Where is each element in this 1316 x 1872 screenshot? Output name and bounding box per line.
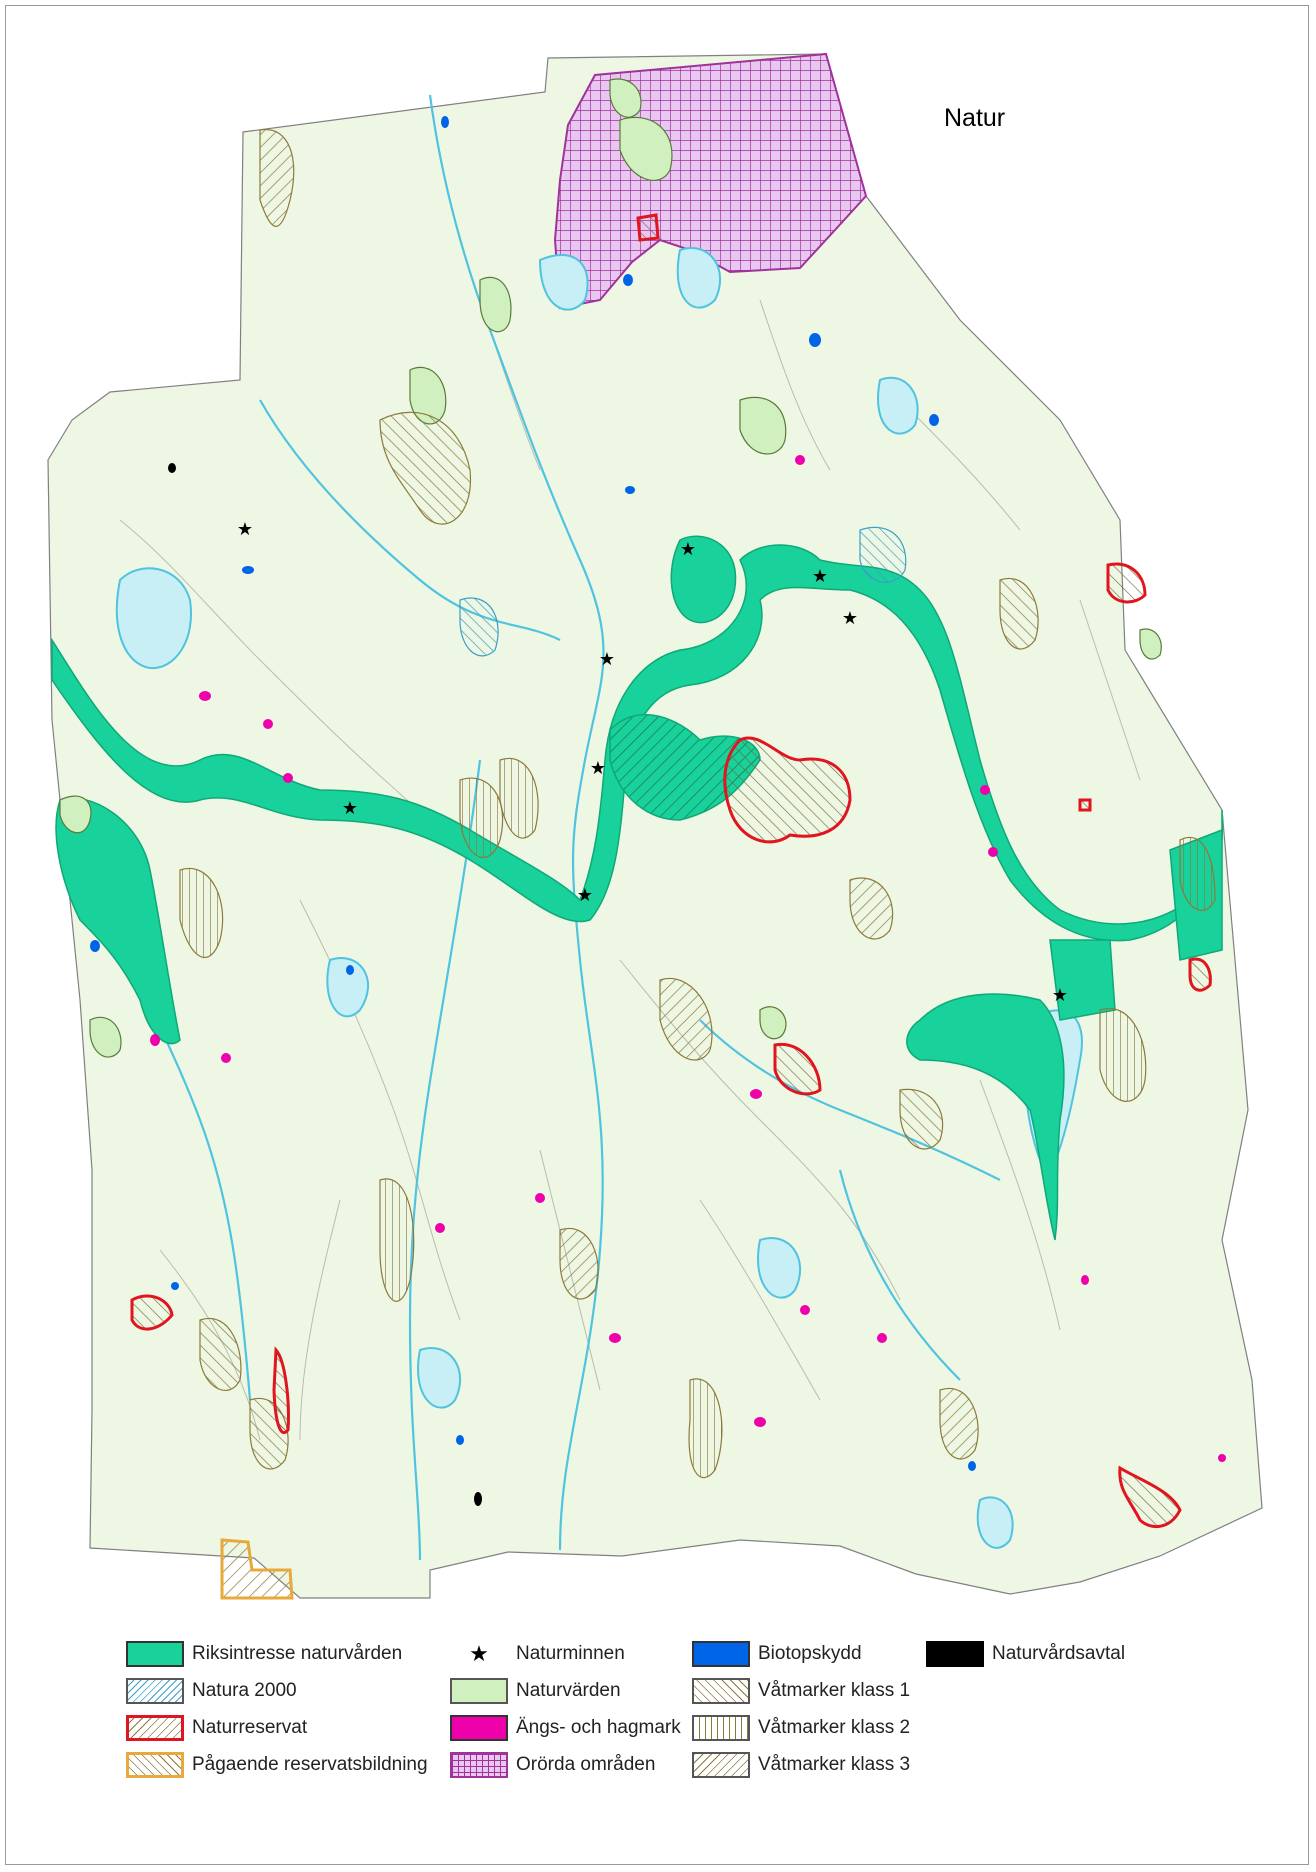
naturvarden-areas — [59, 78, 1162, 1058]
legend-label: Våtmarker klass 3 — [758, 1754, 911, 1775]
municipality-area — [47, 53, 1263, 1599]
legend-label: Naturvårdsavtal — [992, 1643, 1126, 1664]
svg-text:★: ★ — [1052, 985, 1068, 1006]
legend-label: Orörda områden — [516, 1754, 656, 1775]
pagaende-reservatsbildning-area — [220, 1538, 294, 1600]
legend-label: Ängs- och hagmark — [516, 1717, 681, 1738]
vatmarker2-swatch — [692, 1715, 750, 1741]
svg-text:★: ★ — [599, 649, 615, 670]
naturminnen-points: ★ ★ ★ ★ ★ ★ ★ ★ ★ — [237, 519, 1068, 1006]
riksintresse-areas — [55, 535, 1223, 1241]
map-legend: Riksintresse naturvården ★ Naturminnen B… — [126, 1632, 1186, 1792]
map-title: Natur — [944, 104, 1006, 132]
vatmarker1-swatch — [692, 1678, 750, 1704]
naturreservat-swatch — [126, 1715, 184, 1741]
legend-natura2000: Natura 2000 — [126, 1677, 297, 1705]
natura2000-swatch — [126, 1678, 184, 1704]
legend-biotopskydd: Biotopskydd — [692, 1640, 862, 1668]
legend-ororda: Orörda områden — [450, 1751, 655, 1779]
vatmarker3-swatch — [692, 1752, 750, 1778]
natura2000-areas — [459, 526, 907, 657]
legend-naturreservat: Naturreservat — [126, 1714, 307, 1742]
legend-naturminnen: ★ Naturminnen — [450, 1640, 625, 1668]
legend-label: Riksintresse naturvården — [192, 1643, 403, 1664]
naturvardsavtal-points — [168, 463, 482, 1506]
svg-text:★: ★ — [237, 519, 253, 540]
legend-riksintresse: Riksintresse naturvården — [126, 1640, 402, 1668]
legend-label: Naturminnen — [516, 1643, 625, 1664]
vatmarker-areas — [179, 129, 1216, 1479]
ororda-swatch — [450, 1752, 508, 1778]
biotopskydd-points — [90, 116, 976, 1471]
rivers — [98, 94, 1001, 1561]
legend-vatmarker2: Våtmarker klass 2 — [692, 1714, 910, 1742]
legend-label: Natura 2000 — [192, 1680, 297, 1701]
legend-vatmarker1: Våtmarker klass 1 — [692, 1677, 910, 1705]
legend-vatmarker3: Våtmarker klass 3 — [692, 1751, 910, 1779]
star-icon: ★ — [469, 1641, 489, 1666]
legend-naturvarden: Naturvärden — [450, 1677, 621, 1705]
legend-label: Biotopskydd — [758, 1643, 862, 1664]
naturvarden-swatch — [450, 1678, 508, 1704]
naturvardsavtal-swatch — [926, 1641, 984, 1667]
pagaende-swatch — [126, 1752, 184, 1778]
biotopskydd-swatch — [692, 1641, 750, 1667]
svg-text:★: ★ — [842, 608, 858, 629]
legend-naturvardsavtal: Naturvårdsavtal — [926, 1640, 1125, 1668]
legend-angs: Ängs- och hagmark — [450, 1714, 681, 1742]
legend-label: Naturreservat — [192, 1717, 308, 1738]
svg-text:★: ★ — [342, 798, 358, 819]
angs-hagmark-points — [150, 455, 1226, 1462]
riksintresse-swatch — [126, 1641, 184, 1667]
naturreservat-areas — [130, 213, 1212, 1529]
legend-pagaende: Pågaende reservatsbildning — [126, 1751, 428, 1779]
legend-label: Våtmarker klass 2 — [758, 1717, 911, 1738]
legend-label: Våtmarker klass 1 — [758, 1680, 911, 1701]
svg-text:★: ★ — [680, 539, 696, 560]
legend-label: Naturvärden — [516, 1680, 621, 1701]
legend-label: Pågaende reservatsbildning — [192, 1754, 428, 1775]
svg-text:★: ★ — [590, 758, 606, 779]
svg-text:★: ★ — [812, 566, 828, 587]
svg-text:★: ★ — [577, 885, 593, 906]
angs-swatch — [450, 1715, 508, 1741]
